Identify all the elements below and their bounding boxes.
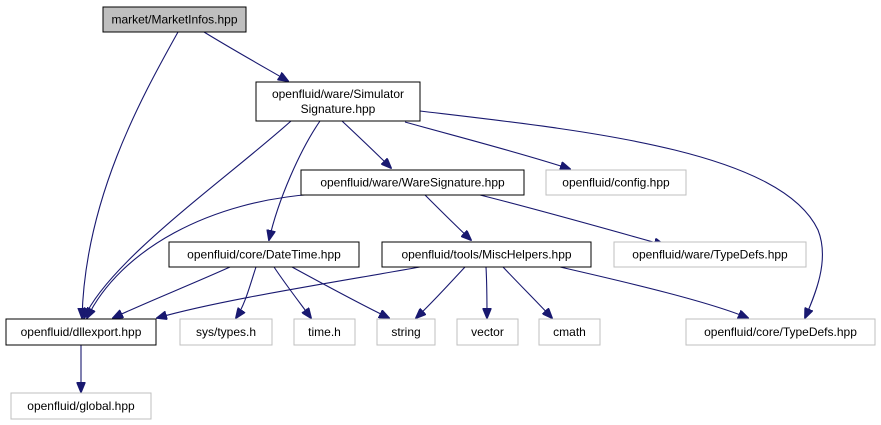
edge-waresignature-to-dllexport	[87, 193, 319, 318]
edge-datetime-to-dllexport	[113, 266, 231, 318]
svg-text:sys/types.h: sys/types.h	[196, 325, 256, 339]
edge-marketinfos-to-dllexport	[82, 31, 179, 318]
edge-marketinfos-to-simulatorsignature	[203, 31, 288, 81]
node-simulator-signature[interactable]: openfluid/ware/Simulator Signature.hpp	[255, 81, 421, 122]
node-ware-typedefs[interactable]: openfluid/ware/TypeDefs.hpp	[613, 241, 807, 268]
node-time-h[interactable]: time.h	[293, 318, 356, 346]
edge-mischelpers-to-cmath	[502, 266, 552, 318]
node-global[interactable]: openfluid/global.hpp	[10, 392, 152, 420]
svg-text:openfluid/global.hpp: openfluid/global.hpp	[27, 399, 135, 413]
edge-simulatorsignature-to-dllexport	[84, 120, 292, 318]
svg-text:vector: vector	[471, 325, 504, 339]
node-ware-signature[interactable]: openfluid/ware/WareSignature.hpp	[300, 169, 525, 196]
edge-mischelpers-to-vector	[486, 266, 487, 318]
edge-mischelpers-to-string	[416, 266, 466, 318]
edge-simulatorsignature-to-coretypedefs	[419, 110, 823, 318]
node-datetime[interactable]: openfluid/core/DateTime.hpp	[168, 241, 360, 268]
node-cmath[interactable]: cmath	[538, 318, 601, 346]
svg-text:openfluid/dllexport.hpp: openfluid/dllexport.hpp	[21, 325, 142, 339]
svg-text:market/MarketInfos.hpp: market/MarketInfos.hpp	[111, 13, 237, 27]
svg-text:Signature.hpp: Signature.hpp	[301, 102, 376, 116]
svg-text:string: string	[391, 325, 420, 339]
node-market-infos[interactable]: market/MarketInfos.hpp	[102, 6, 247, 33]
node-sys-types[interactable]: sys/types.h	[179, 318, 273, 346]
edge-mischelpers-to-coretypedefs	[559, 266, 748, 318]
edge-waresignature-to-mischelpers	[424, 194, 471, 240]
node-vector[interactable]: vector	[456, 318, 519, 346]
node-dllexport[interactable]: openfluid/dllexport.hpp	[5, 318, 157, 346]
edge-simulatorsignature-to-waresignature	[341, 120, 391, 168]
node-string[interactable]: string	[376, 318, 436, 346]
node-config[interactable]: openfluid/config.hpp	[545, 169, 687, 196]
edge-datetime-to-systypes	[236, 266, 257, 318]
node-misc-helpers[interactable]: openfluid/tools/MiscHelpers.hpp	[381, 241, 592, 268]
edge-waresignature-to-waretypedefs	[479, 194, 664, 245]
svg-text:openfluid/config.hpp: openfluid/config.hpp	[562, 176, 670, 190]
svg-text:openfluid/ware/TypeDefs.hpp: openfluid/ware/TypeDefs.hpp	[632, 248, 788, 262]
svg-text:openfluid/ware/Simulator: openfluid/ware/Simulator	[272, 87, 404, 101]
edge-mischelpers-to-dllexport	[157, 266, 421, 318]
edge-simulatorsignature-to-datetime	[269, 120, 321, 240]
edge-datetime-to-string	[291, 266, 389, 318]
svg-text:openfluid/tools/MiscHelpers.hp: openfluid/tools/MiscHelpers.hpp	[401, 248, 571, 262]
node-core-typedefs[interactable]: openfluid/core/TypeDefs.hpp	[685, 318, 876, 346]
svg-text:time.h: time.h	[308, 325, 341, 339]
edge-datetime-to-timeh	[273, 266, 311, 318]
edge-simulatorsignature-to-config	[404, 121, 570, 169]
svg-text:openfluid/ware/WareSignature.h: openfluid/ware/WareSignature.hpp	[320, 176, 505, 190]
svg-text:openfluid/core/DateTime.hpp: openfluid/core/DateTime.hpp	[187, 248, 341, 262]
svg-text:openfluid/core/TypeDefs.hpp: openfluid/core/TypeDefs.hpp	[704, 325, 857, 339]
svg-text:cmath: cmath	[553, 325, 586, 339]
